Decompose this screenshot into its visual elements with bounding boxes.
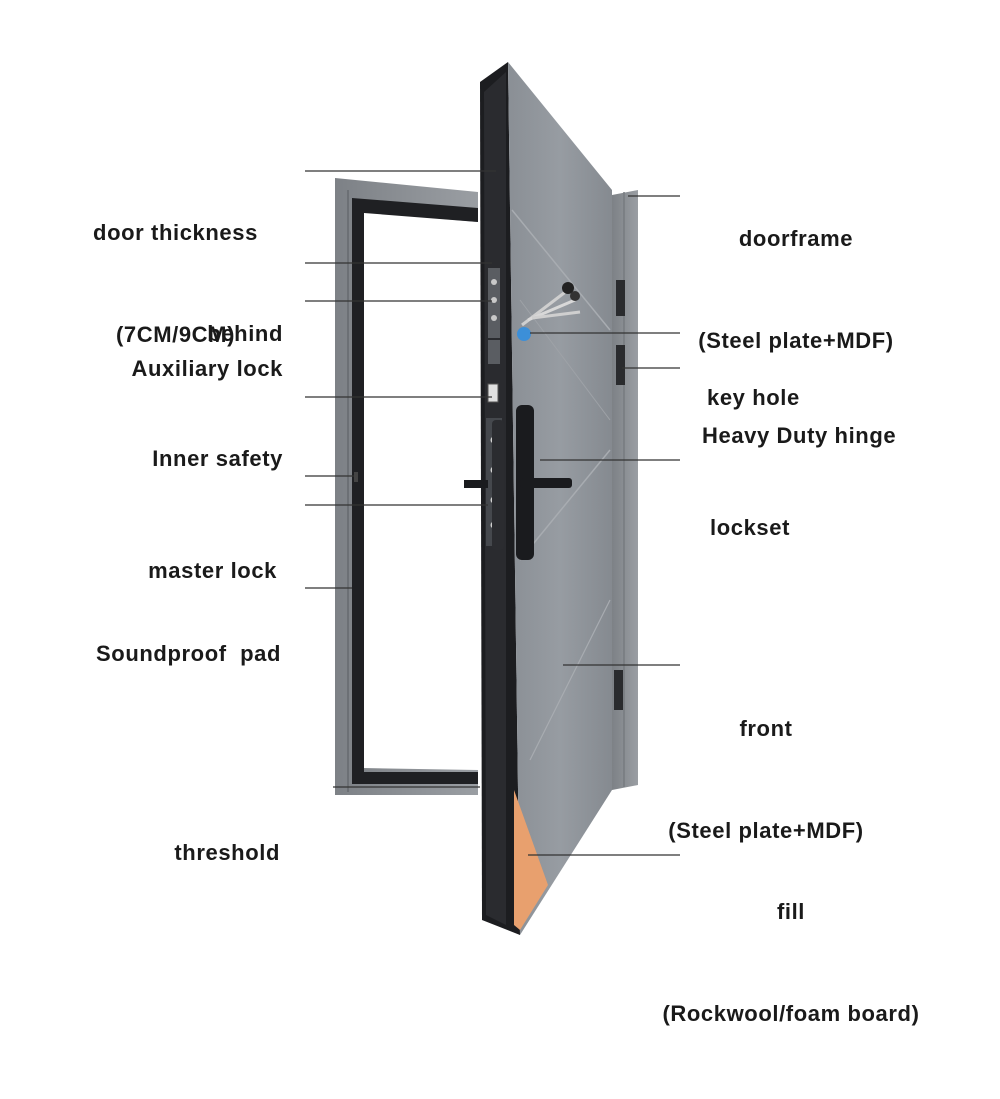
label-door-thickness: door thickness (7CM/9CM) [93, 220, 258, 347]
key-bundle [517, 282, 581, 341]
label-heavy-duty-hinge: Heavy Duty hinge [702, 423, 897, 448]
door-illustration [305, 62, 680, 935]
doorframe-left [335, 178, 478, 795]
key-hole-icon [517, 327, 531, 341]
fill-foam-cutaway [514, 790, 548, 930]
label-soundproof-pad: Soundproof pad [96, 641, 281, 666]
hinge-top [616, 280, 625, 316]
doorframe-right [612, 190, 638, 790]
label-auxiliary-lock: Auxiliary lock [131, 356, 283, 381]
leader-lines [305, 170, 680, 856]
door-front-panel [508, 62, 612, 935]
label-fill: fill (Rockwool/foam board) [662, 899, 920, 1026]
hinge-bottom [614, 670, 623, 710]
hinge-middle [616, 345, 625, 385]
label-behind: behind [207, 321, 283, 346]
label-master-lock: master lock [148, 558, 277, 583]
label-inner-safety: Inner safety [152, 446, 283, 471]
label-key-hole: key hole [707, 385, 800, 410]
label-front: front (Steel plate+MDF) [668, 716, 864, 843]
label-lockset: lockset [710, 515, 791, 540]
lockset-handle [464, 405, 572, 560]
door-structure-diagram: door thickness (7CM/9CM) behind Auxiliar… [93, 62, 919, 1026]
label-threshold: threshold [174, 840, 280, 865]
label-doorframe: doorframe (Steel plate+MDF) [698, 226, 894, 353]
inner-safety-latch [487, 383, 499, 403]
